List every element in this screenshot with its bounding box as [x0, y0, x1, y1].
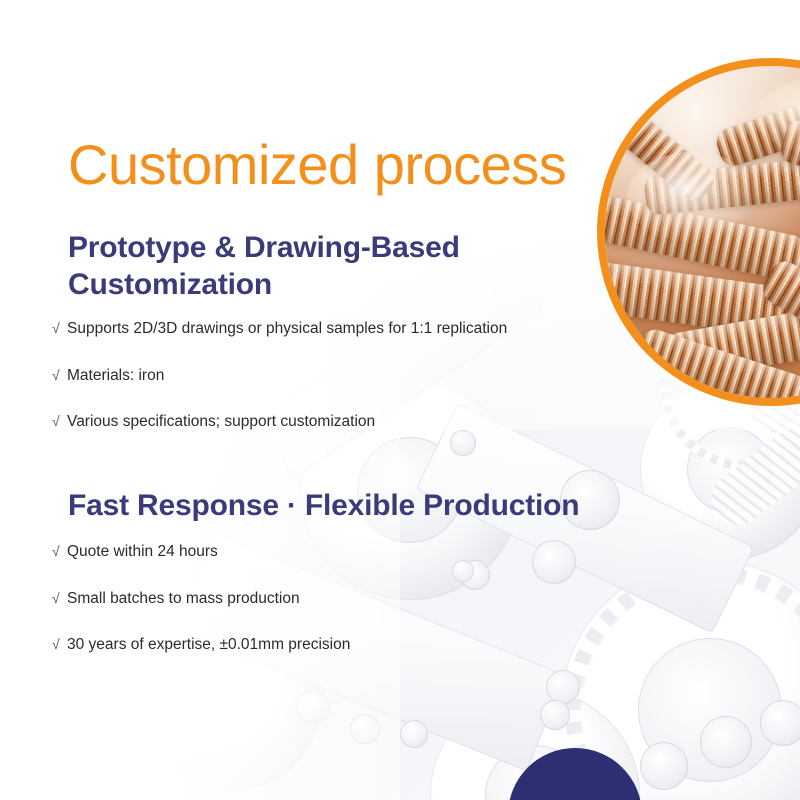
- section-fast-response: Fast Response · Flexible Production √ Qu…: [52, 487, 652, 681]
- spring-photo-inner: [605, 66, 800, 398]
- list-item: √ Small batches to mass production: [52, 589, 652, 608]
- section-heading: Fast Response · Flexible Production: [68, 489, 580, 522]
- list-item-label: Quote within 24 hours: [67, 543, 218, 561]
- page-title: Customized process: [68, 133, 567, 196]
- list-item: √ Materials: iron: [52, 366, 652, 385]
- check-mark-icon: √: [52, 635, 60, 652]
- list-item-label: 30 years of expertise, ±0.01mm precision: [67, 635, 351, 653]
- section-prototype-customization: Prototype & Drawing-Based Customization …: [52, 229, 652, 459]
- check-mark-icon: √: [52, 543, 60, 560]
- list-item-label: Materials: iron: [67, 366, 165, 384]
- list-item-label: Small batches to mass production: [67, 589, 300, 607]
- check-mark-icon: √: [52, 413, 60, 430]
- section-heading: Prototype & Drawing-Based Customization: [68, 231, 460, 302]
- list-item-label: Supports 2D/3D drawings or physical samp…: [67, 320, 508, 338]
- list-item: √ Quote within 24 hours: [52, 542, 652, 561]
- bullet-list: √ Supports 2D/3D drawings or physical sa…: [52, 319, 652, 431]
- list-item: √ 30 years of expertise, ±0.01mm precisi…: [52, 635, 652, 654]
- photo-highlight: [627, 152, 757, 242]
- list-item-label: Various specifications; support customiz…: [67, 413, 376, 431]
- spring-photo-circle: [597, 58, 800, 406]
- check-mark-icon: √: [52, 366, 60, 383]
- bullet-list: √ Quote within 24 hours √ Small batches …: [52, 542, 652, 654]
- list-item: √ Various specifications; support custom…: [52, 412, 652, 431]
- check-mark-icon: √: [52, 589, 60, 606]
- list-item: √ Supports 2D/3D drawings or physical sa…: [52, 319, 652, 338]
- check-mark-icon: √: [52, 320, 60, 337]
